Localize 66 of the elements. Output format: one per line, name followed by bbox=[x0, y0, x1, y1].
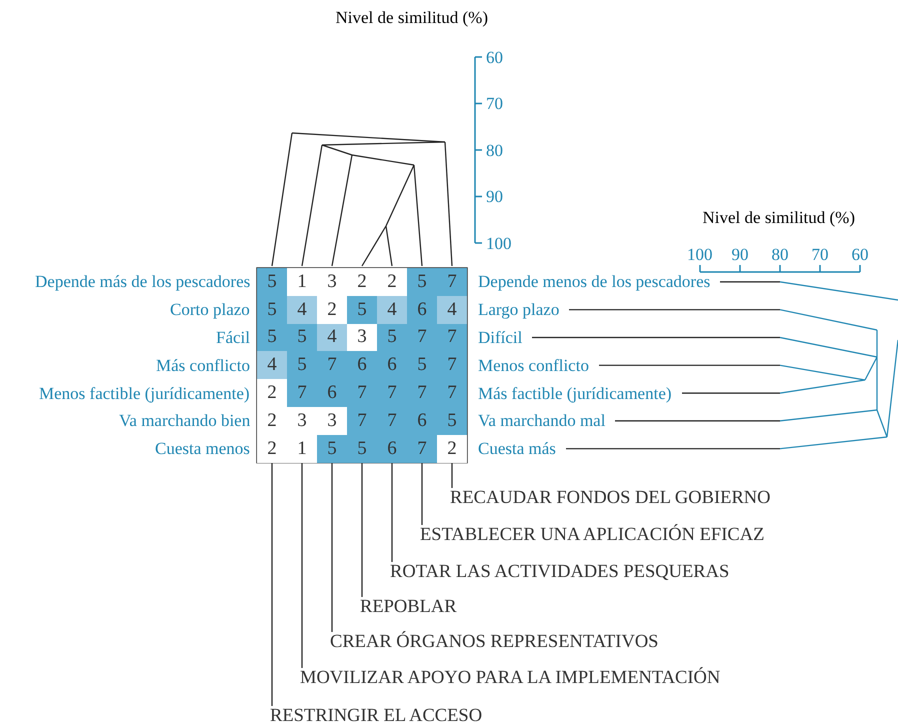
rating-cell: 7 bbox=[347, 407, 377, 435]
axis-tick-label: 80 bbox=[772, 246, 788, 262]
rating-cell: 7 bbox=[377, 407, 407, 435]
rating-cell: 3 bbox=[347, 324, 377, 352]
rating-cell: 6 bbox=[407, 296, 437, 324]
construct-label: Va marchando mal bbox=[478, 412, 606, 430]
rating-cell: 7 bbox=[407, 379, 437, 407]
construct-label: Más conflicto bbox=[156, 356, 250, 374]
construct-label: Más factible (jurídicamente) bbox=[478, 384, 672, 402]
rating-cell: 4 bbox=[287, 296, 317, 324]
construct-label: Depende más de los pescadores bbox=[35, 273, 250, 290]
construct-label: Cuesta menos bbox=[155, 440, 250, 458]
node-label: 1 bbox=[297, 438, 307, 459]
axis-tick-label: 70 bbox=[812, 246, 828, 262]
rating-cell: 7 bbox=[437, 268, 467, 296]
rating-cell: 4 bbox=[317, 324, 347, 352]
rating-cell: 5 bbox=[257, 324, 287, 352]
rating-cell: 7 bbox=[377, 379, 407, 407]
axis-tick-label: 100 bbox=[486, 234, 512, 252]
node-label: 5 bbox=[357, 438, 367, 459]
axis-tick-label: 90 bbox=[486, 188, 503, 205]
axis-title: Nivel de similitud (%) bbox=[702, 208, 856, 226]
rating-cell: 5 bbox=[347, 296, 377, 324]
rating-cell: 4 bbox=[377, 296, 407, 324]
rating-cell: 6 bbox=[317, 379, 347, 407]
rating-cell: 5 bbox=[257, 296, 287, 324]
rating-cell: 7 bbox=[287, 379, 317, 407]
node-label: 7 bbox=[417, 438, 427, 459]
rating-cell: 7 bbox=[437, 324, 467, 352]
rating-cell: 5 bbox=[407, 268, 437, 296]
rating-cell: 6 bbox=[377, 351, 407, 380]
construct-label: Va marchando bien bbox=[119, 412, 250, 430]
rating-cell: 7 bbox=[437, 379, 467, 407]
rating-cell: 4 bbox=[437, 296, 467, 324]
construct-label: Cuesta más bbox=[478, 440, 556, 458]
rating-cell: 5 bbox=[377, 324, 407, 352]
rating-cell: 6 bbox=[347, 351, 377, 380]
node-label: 5 bbox=[327, 438, 337, 459]
rating-cell: 5 bbox=[287, 351, 317, 380]
axis-title: Nivel de similitud (%) bbox=[336, 8, 488, 26]
node-label: 6 bbox=[387, 438, 397, 459]
rating-cell: 5 bbox=[437, 407, 467, 435]
construct-label: Fácil bbox=[216, 329, 250, 346]
construct-label: Largo plazo bbox=[478, 301, 560, 318]
construct-label: Depende menos de los pescadores bbox=[478, 273, 710, 290]
construct-label: Corto plazo bbox=[170, 301, 250, 318]
rating-cell: 7 bbox=[407, 324, 437, 352]
node-label: 2 bbox=[267, 438, 277, 459]
construct-label: Difícil bbox=[478, 329, 522, 346]
rating-cell: 5 bbox=[257, 268, 287, 296]
construct-label: Menos conflicto bbox=[478, 356, 589, 374]
node-label: 2 bbox=[447, 438, 457, 459]
rating-cell: 7 bbox=[437, 351, 467, 380]
axis-tick-label: 80 bbox=[486, 142, 503, 158]
rating-cell: 5 bbox=[407, 351, 437, 380]
rating-cell: 4 bbox=[257, 351, 287, 380]
axis-tick-label: 90 bbox=[732, 246, 748, 262]
axis-tick-label: 100 bbox=[687, 246, 712, 262]
axis-tick-label: 70 bbox=[486, 95, 503, 112]
axis-tick-label: 60 bbox=[852, 246, 868, 262]
rating-cell: 5 bbox=[287, 324, 317, 352]
rating-cell: 7 bbox=[317, 351, 347, 380]
axis-tick-label: 60 bbox=[486, 48, 503, 66]
rating-cell: 7 bbox=[347, 379, 377, 407]
rating-cell: 6 bbox=[407, 407, 437, 435]
construct-label: Menos factible (jurídicamente) bbox=[39, 384, 250, 402]
